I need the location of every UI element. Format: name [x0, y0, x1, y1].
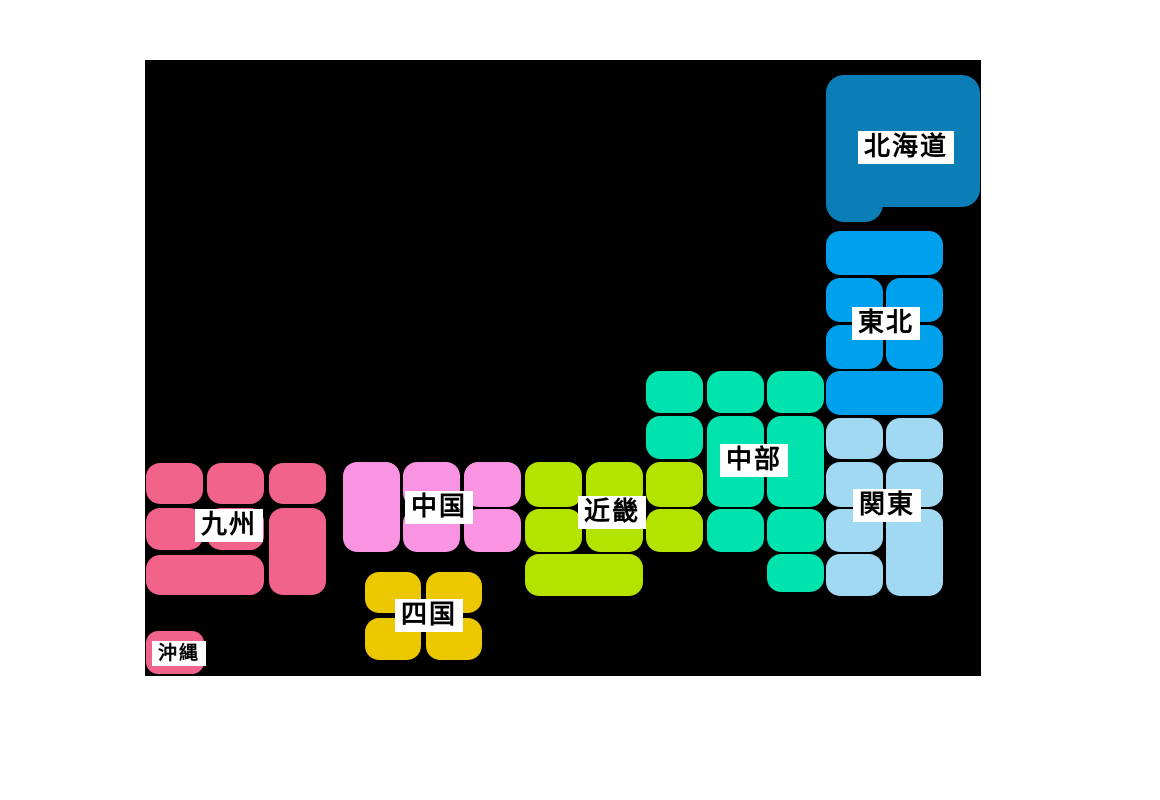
kyushu-prefecture-block[interactable] — [146, 508, 203, 550]
kanto-prefecture-block[interactable] — [826, 418, 883, 459]
chugoku-prefecture-block[interactable] — [464, 509, 521, 552]
kinki-prefecture-block[interactable] — [646, 509, 703, 552]
kyushu-prefecture-block[interactable] — [269, 463, 326, 504]
chubu-prefecture-block[interactable] — [707, 509, 764, 552]
chugoku-prefecture-block[interactable] — [343, 462, 400, 552]
chubu-prefecture-block[interactable] — [646, 416, 703, 459]
tohoku-prefecture-block[interactable] — [826, 371, 943, 415]
chubu-prefecture-block[interactable] — [707, 371, 764, 413]
chugoku-label: 中国 — [405, 491, 474, 525]
kanto-prefecture-block[interactable] — [886, 509, 943, 596]
kanto-label: 関東 — [853, 489, 922, 523]
chubu-prefecture-block[interactable] — [646, 371, 703, 413]
kinki-prefecture-block[interactable] — [525, 509, 582, 552]
kyushu-prefecture-block[interactable] — [269, 508, 326, 595]
chubu-label: 中部 — [720, 444, 789, 478]
chubu-prefecture-block[interactable] — [767, 371, 824, 413]
chubu-prefecture-block[interactable] — [767, 554, 824, 592]
kyushu-prefecture-block[interactable] — [207, 463, 264, 504]
kinki-prefecture-block[interactable] — [646, 462, 703, 507]
kanto-prefecture-block[interactable] — [826, 554, 883, 596]
hokkaido-label: 北海道 — [858, 131, 955, 165]
tohoku-prefecture-block[interactable] — [826, 231, 943, 275]
chugoku-prefecture-block[interactable] — [464, 462, 521, 507]
kyushu-prefecture-block[interactable] — [146, 463, 203, 504]
tohoku-label: 東北 — [852, 307, 921, 341]
kinki-label: 近畿 — [578, 496, 647, 530]
kanto-prefecture-block[interactable] — [886, 418, 943, 459]
kinki-prefecture-block[interactable] — [525, 462, 582, 507]
shikoku-label: 四国 — [395, 599, 464, 633]
kinki-prefecture-block[interactable] — [525, 554, 643, 596]
kyushu-label: 九州 — [195, 509, 264, 543]
okinawa-label: 沖縄 — [152, 641, 207, 666]
chubu-prefecture-block[interactable] — [767, 509, 824, 552]
kyushu-prefecture-block[interactable] — [146, 555, 264, 595]
